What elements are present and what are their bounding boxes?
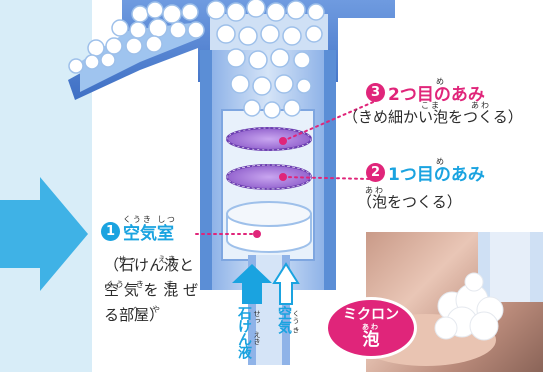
chamber-title-ruby: くうき しつ [123,215,177,224]
chamber-desc-ruby-1: せっ えき [118,255,178,264]
soap-flow-arrow-icon [232,264,272,304]
chamber-title: 空気室 [123,224,174,244]
chamber-desc-ruby-3: へ や [132,305,162,314]
chamber-number-badge: 1 [101,222,120,241]
air-flow-label: 空気 [276,306,292,334]
mesh2-desc: （泡をつくる） [357,193,462,211]
chamber-label: くうき しつ 1 空気室 [101,215,175,244]
mesh2-desc-ruby: あわ [365,186,385,195]
chamber-desc-line-2: 空 気 を 混 ぜ [104,281,199,299]
mesh3-desc-ruby: こま あわ [421,101,491,110]
mesh3-title: 2つ目のあみ [388,85,485,105]
chamber-desc-line-3: る部屋） [104,306,165,324]
soap-flow-label: 石けん液 [236,306,252,358]
mesh3-desc: （きめ細かい泡をつくる） [343,108,523,126]
chamber-desc-line-1: （石けん液と [104,256,195,274]
badge-line2: 泡 [362,330,380,350]
mesh3-label: め 3 2つ目のあみ [366,77,485,105]
badge-ruby: あわ [362,323,380,331]
air-flow-arrow-icon [272,262,300,305]
badge-line1: ミクロン [343,307,399,323]
mesh2-number-badge: 2 [366,163,385,182]
chamber-desc-ruby-2: くう き ま [106,280,176,289]
mesh3-number-badge: 3 [366,83,385,102]
micron-foam-badge: ミクロン あわ 泡 [325,297,417,359]
air-flow-ruby: くう き [292,310,300,334]
chamber-desc-block: せっ えき くう き ま へ や （石けん液と 空 気 を 混 ぜ る部屋） [104,253,198,328]
soap-flow-ruby: せっ えき [253,310,261,345]
mesh3-title-ruby: め [436,77,446,86]
mesh3-desc-block: こま あわ （きめ細かい泡をつくる） [343,101,523,127]
mesh2-title: 1つ目のあみ [388,165,485,185]
mesh2-desc-block: あわ （泡をつくる） [357,186,462,212]
mesh2-label: め 2 1つ目のあみ [366,157,485,185]
mesh2-title-ruby: め [436,157,446,166]
